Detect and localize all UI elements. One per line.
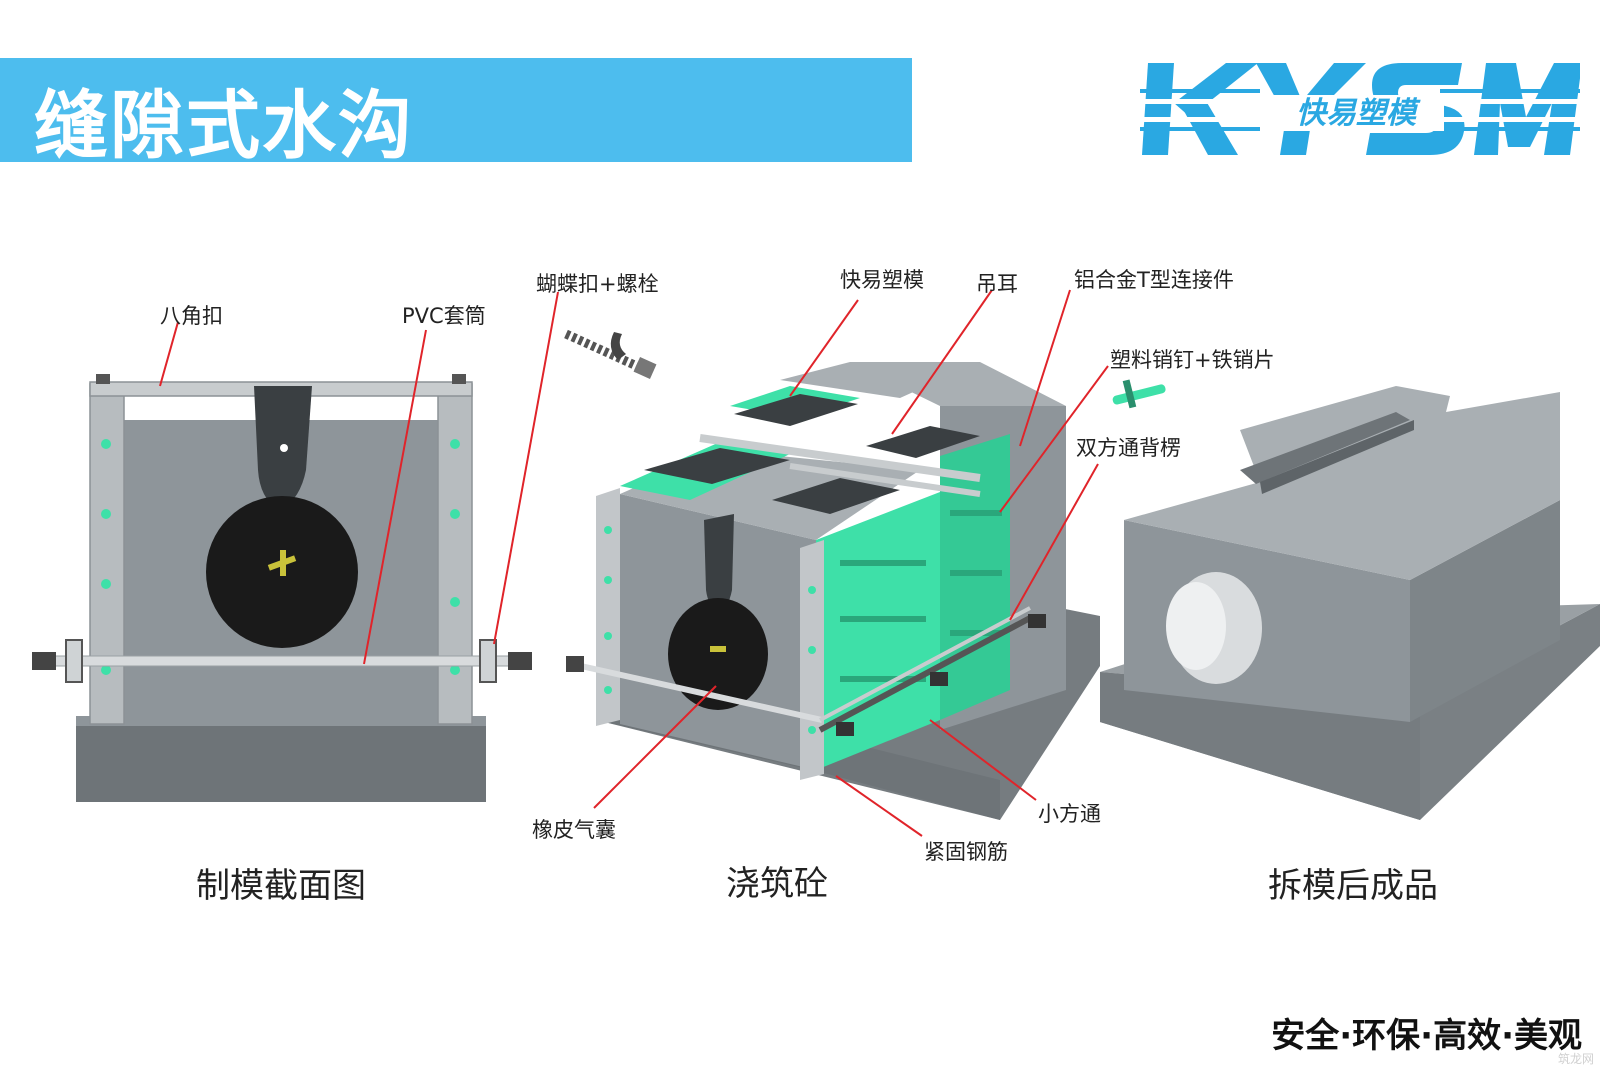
kysm-logo: 快易塑模 <box>1140 55 1582 175</box>
label-octagon-clip: 八角扣 <box>160 304 223 328</box>
label-plastic-pin: 塑料销钉+铁销片 <box>1110 348 1275 372</box>
watermark: 筑龙网 <box>1557 1052 1594 1066</box>
label-aluminum-t-connector: 铝合金T型连接件 <box>1074 268 1234 292</box>
caption-pouring: 浇筑砼 <box>726 864 828 904</box>
butterfly-bolt-icon <box>564 329 657 379</box>
title-banner: 缝隙式水沟 <box>0 58 912 169</box>
finished-drawing <box>1100 386 1600 820</box>
label-butterfly-bolt: 蝴蝶扣+螺栓 <box>536 272 659 296</box>
page-title: 缝隙式水沟 <box>34 83 414 169</box>
section-view-drawing <box>32 374 532 802</box>
slogan: 安全·环保·高效·美观 <box>1271 1016 1582 1056</box>
pouring-drawing <box>566 362 1100 820</box>
label-rubber-airbag: 橡皮气囊 <box>532 818 616 842</box>
label-kysm-mold: 快易塑模 <box>840 268 924 292</box>
caption-finished: 拆模后成品 <box>1268 866 1438 906</box>
caption-section-view: 制模截面图 <box>196 866 366 906</box>
label-small-square-tube: 小方通 <box>1038 802 1101 826</box>
label-pvc-sleeve: PVC套筒 <box>402 304 486 328</box>
plastic-pin-icon <box>1112 379 1166 409</box>
leader-lines <box>159 289 1109 837</box>
label-lifting-lug: 吊耳 <box>976 272 1018 296</box>
label-fastening-rebar: 紧固钢筋 <box>924 840 1008 864</box>
label-double-square-beam: 双方通背楞 <box>1076 436 1181 460</box>
logo-subtitle: 快易塑模 <box>1296 96 1421 131</box>
